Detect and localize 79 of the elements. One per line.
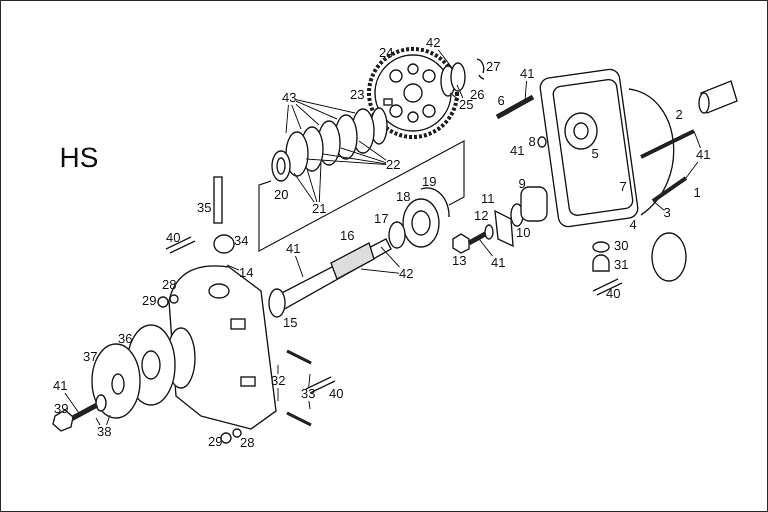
callout-number: 18 (396, 190, 410, 204)
callout-number: 14 (239, 266, 254, 280)
callout-number: 41 (510, 144, 524, 158)
callout-number: 6 (498, 94, 505, 108)
leader-line (318, 162, 322, 202)
leader-line (360, 268, 400, 274)
callout-number: 10 (516, 226, 530, 240)
callout-number: 1 (694, 186, 701, 200)
leader-line (652, 200, 664, 211)
callout-number: 9 (518, 177, 526, 191)
callout-number: 41 (53, 379, 68, 393)
callout-number: 8 (528, 135, 536, 149)
callout-number: 40 (166, 231, 180, 245)
callout-number: 41 (286, 242, 300, 256)
leader-line (296, 99, 356, 114)
callout-number: 29 (142, 294, 156, 308)
leader-line (64, 392, 80, 414)
leader-line (456, 84, 464, 98)
callout-number: 22 (386, 158, 400, 172)
callout-number: 41 (520, 67, 534, 81)
callout-number: 31 (614, 258, 628, 272)
callout-number: 40 (606, 287, 620, 301)
callout-number: 41 (491, 256, 506, 270)
callout-number: 39 (54, 402, 68, 416)
callout-number: 24 (379, 46, 394, 60)
leader-line (296, 104, 320, 126)
callout-number: 30 (614, 239, 628, 253)
leader-line (306, 158, 386, 165)
leader-line (308, 374, 310, 388)
callout-number: 20 (274, 188, 288, 202)
callout-number: 35 (197, 201, 212, 215)
callout-number: 42 (399, 267, 414, 281)
callout-number: 23 (350, 88, 364, 102)
leader-line (106, 414, 110, 426)
leader-line (306, 168, 318, 202)
callout-number: 43 (282, 91, 296, 105)
callout-number: 28 (162, 278, 176, 292)
callout-number: 11 (481, 192, 494, 206)
callout-number: 34 (234, 234, 248, 248)
leader-line (322, 154, 386, 164)
callout-number: 15 (283, 316, 298, 330)
leader-line (686, 162, 698, 178)
leader-line (286, 104, 289, 134)
leader-line (294, 172, 315, 202)
callout-number: 37 (83, 350, 98, 364)
callout-number: 21 (312, 202, 326, 216)
callout-number: 33 (301, 387, 316, 401)
callout-number: 38 (97, 425, 112, 439)
leader-line (524, 80, 527, 102)
diagram-title: HS (60, 143, 98, 173)
callout-number: 41 (696, 148, 710, 162)
callout-number: 7 (620, 180, 627, 194)
callout-number: 16 (340, 229, 354, 243)
callout-number: 3 (664, 206, 671, 220)
callout-number: 19 (422, 175, 436, 189)
leader-line (694, 130, 701, 148)
callout-number: 2 (676, 108, 683, 122)
callout-number: 17 (374, 212, 388, 226)
callout-number: 42 (426, 36, 440, 50)
leader-line (380, 246, 400, 268)
leader-line (226, 264, 240, 271)
callout-number: 5 (592, 147, 599, 161)
callout-number: 13 (452, 254, 466, 268)
leader-line (450, 92, 460, 100)
callout-number: 12 (474, 209, 488, 223)
leader-line (478, 238, 493, 256)
leader-line (340, 148, 386, 164)
leader-line (358, 140, 386, 161)
leader-line (438, 50, 454, 70)
callout-number: 27 (486, 60, 500, 74)
leader-line (295, 256, 304, 278)
leader-line (296, 100, 338, 120)
callout-number: 36 (118, 332, 132, 346)
callout-number: 4 (630, 218, 637, 232)
callout-number: 28 (240, 436, 254, 450)
leader-line (291, 104, 302, 130)
leader-line (96, 418, 100, 426)
callout-number: 40 (329, 387, 344, 401)
leader-line (308, 400, 310, 410)
